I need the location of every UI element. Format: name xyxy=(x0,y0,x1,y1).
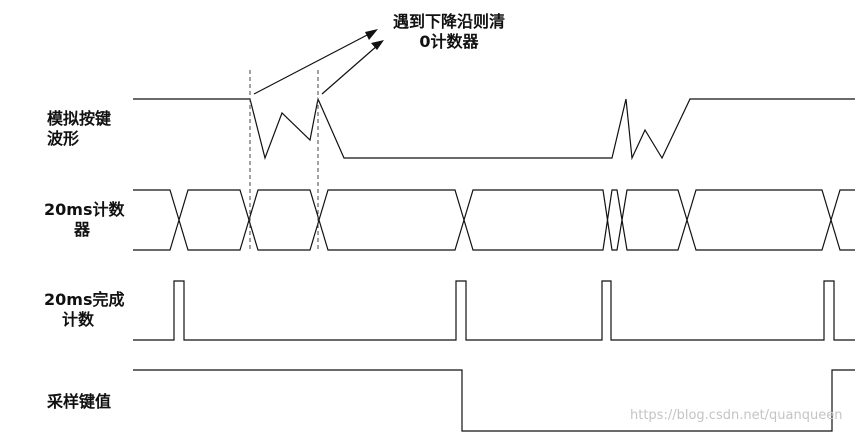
counter-upper-line xyxy=(133,189,855,251)
done-pulse-line xyxy=(133,280,855,341)
counter-lower-line xyxy=(133,189,855,251)
annotation-text: 遇到下降沿则清 0计数器 xyxy=(364,12,534,52)
label-sampled-key: 采样键值 xyxy=(47,392,112,411)
annotation-arrow-1 xyxy=(253,32,372,95)
annotation-arrow-2 xyxy=(321,44,379,95)
label-key-waveform: 模拟按键 波形 xyxy=(47,109,112,148)
annotation-line-1: 遇到下降沿则清 xyxy=(392,12,505,31)
sampled-key-line xyxy=(133,369,855,432)
arrowhead-1 xyxy=(365,29,378,40)
annotation-line-2: 0计数器 xyxy=(419,32,479,51)
arrowhead-2 xyxy=(371,40,384,50)
label-counter-20ms: 20ms计数 器 xyxy=(44,200,125,239)
watermark: https://blog.csdn.net/quanqueen xyxy=(630,408,843,423)
label-done-20ms: 20ms完成 计数 xyxy=(44,290,125,329)
key-waveform-line xyxy=(133,97,855,161)
